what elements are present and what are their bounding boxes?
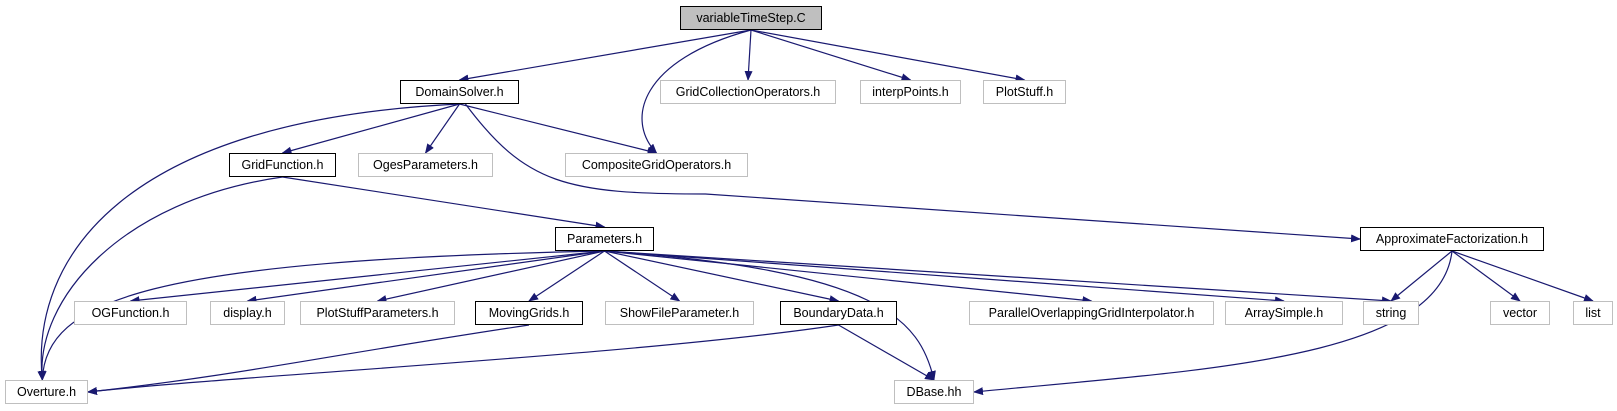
edge-approximatefactorization-to-dbase	[973, 250, 1453, 396]
node-label: PlotStuff.h	[995, 85, 1054, 99]
node-label: display.h	[223, 306, 272, 320]
edge-domainsolver-to-compositegridoperators	[459, 103, 658, 155]
edge-parameters-to-display	[246, 250, 605, 304]
node-arraysimple-h: ArraySimple.h	[1225, 301, 1343, 325]
edge-parameters-to-overture	[38, 250, 605, 381]
node-plotstuff-h: PlotStuff.h	[983, 80, 1066, 104]
edge-domainsolver-to-overture	[37, 103, 460, 381]
edge-boundarydata-to-dbase	[838, 324, 935, 381]
node-showfileparameter-h: ShowFileParameter.h	[605, 301, 754, 325]
edge-parameters-to-plotstuffparameters	[376, 250, 605, 303]
edge-parameters-to-showfileparameter	[604, 250, 681, 302]
node-approximatefactorization-h[interactable]: ApproximateFactorization.h	[1360, 227, 1544, 251]
edge-variabletimestep-to-compositegridoperators	[641, 29, 752, 154]
edge-movinggrids-to-overture	[87, 324, 530, 395]
edge-approximatefactorization-to-list	[1451, 250, 1594, 302]
node-label: ArraySimple.h	[1244, 306, 1324, 320]
node-label: MovingGrids.h	[488, 306, 570, 320]
node-gridfunction-h[interactable]: GridFunction.h	[229, 153, 336, 177]
edge-variabletimestep-to-domainsolver	[458, 29, 752, 83]
edge-variabletimestep-to-gridcollectionoperators	[744, 29, 753, 81]
node-string: string	[1363, 301, 1419, 325]
edge-domainsolver-to-gridfunction	[281, 103, 460, 155]
node-variabletimestep-c[interactable]: variableTimeStep.C	[680, 6, 822, 30]
node-label: interpPoints.h	[872, 85, 949, 99]
node-parameters-h[interactable]: Parameters.h	[555, 227, 654, 251]
edge-domainsolver-to-approximatefactorization	[464, 103, 1361, 243]
node-label: ApproximateFactorization.h	[1375, 232, 1529, 246]
node-list: list	[1573, 301, 1613, 325]
node-label: DBase.hh	[906, 385, 962, 399]
edge-parameters-to-arraysimple	[604, 250, 1285, 305]
node-display-h: display.h	[210, 301, 285, 325]
node-plotstuffparameters-h: PlotStuffParameters.h	[300, 301, 455, 325]
edge-boundarydata-to-overture	[87, 324, 839, 395]
node-gridcollectionoperators-h: GridCollectionOperators.h	[660, 80, 836, 104]
node-label: ParallelOverlappingGridInterpolator.h	[988, 306, 1195, 320]
node-dbase-hh: DBase.hh	[894, 380, 974, 404]
edge-approximatefactorization-to-string	[1390, 250, 1453, 302]
node-vector: vector	[1490, 301, 1550, 325]
node-label: BoundaryData.h	[793, 306, 884, 320]
node-label: GridFunction.h	[241, 158, 324, 172]
node-boundarydata-h[interactable]: BoundaryData.h	[780, 301, 897, 325]
node-paralleloverlappinggridinterpolator-h: ParallelOverlappingGridInterpolator.h	[969, 301, 1214, 325]
edge-parameters-to-ogfunction	[129, 250, 605, 305]
edge-parameters-to-boundarydata	[604, 250, 840, 304]
node-label: CompositeGridOperators.h	[581, 158, 732, 172]
node-domainsolver-h[interactable]: DomainSolver.h	[400, 80, 519, 104]
edge-variabletimestep-to-plotstuff	[750, 29, 1026, 83]
edge-gridfunction-to-overture	[37, 176, 283, 381]
node-movinggrids-h[interactable]: MovingGrids.h	[475, 301, 583, 325]
edge-parameters-to-paralleloverlappinggridinterpolator	[604, 250, 1093, 305]
node-label: Overture.h	[16, 385, 77, 399]
node-label: PlotStuffParameters.h	[316, 306, 439, 320]
node-label: ShowFileParameter.h	[619, 306, 740, 320]
edge-parameters-to-string	[604, 250, 1392, 305]
node-label: variableTimeStep.C	[696, 11, 806, 25]
node-compositegridoperators-h: CompositeGridOperators.h	[565, 153, 748, 177]
node-label: vector	[1502, 306, 1538, 320]
node-label: string	[1375, 306, 1407, 320]
node-label: list	[1585, 306, 1601, 320]
node-label: OGFunction.h	[91, 306, 170, 320]
edge-gridfunction-to-parameters	[282, 176, 606, 230]
edge-variabletimestep-to-interppoints	[750, 29, 912, 82]
edge-domainsolver-to-ogesparameters	[424, 103, 460, 154]
node-label: OgesParameters.h	[373, 158, 478, 172]
edge-approximatefactorization-to-vector	[1451, 250, 1521, 302]
node-interppoints-h: interpPoints.h	[860, 80, 961, 104]
edge-parameters-to-movinggrids	[528, 250, 605, 302]
node-overture-h: Overture.h	[5, 380, 88, 404]
node-label: Parameters.h	[566, 232, 643, 246]
node-ogesparameters-h: OgesParameters.h	[358, 153, 493, 177]
edge-parameters-to-dbase	[604, 250, 936, 381]
node-label: GridCollectionOperators.h	[675, 85, 821, 99]
node-label: DomainSolver.h	[415, 85, 504, 99]
node-ogfunction-h: OGFunction.h	[74, 301, 187, 325]
